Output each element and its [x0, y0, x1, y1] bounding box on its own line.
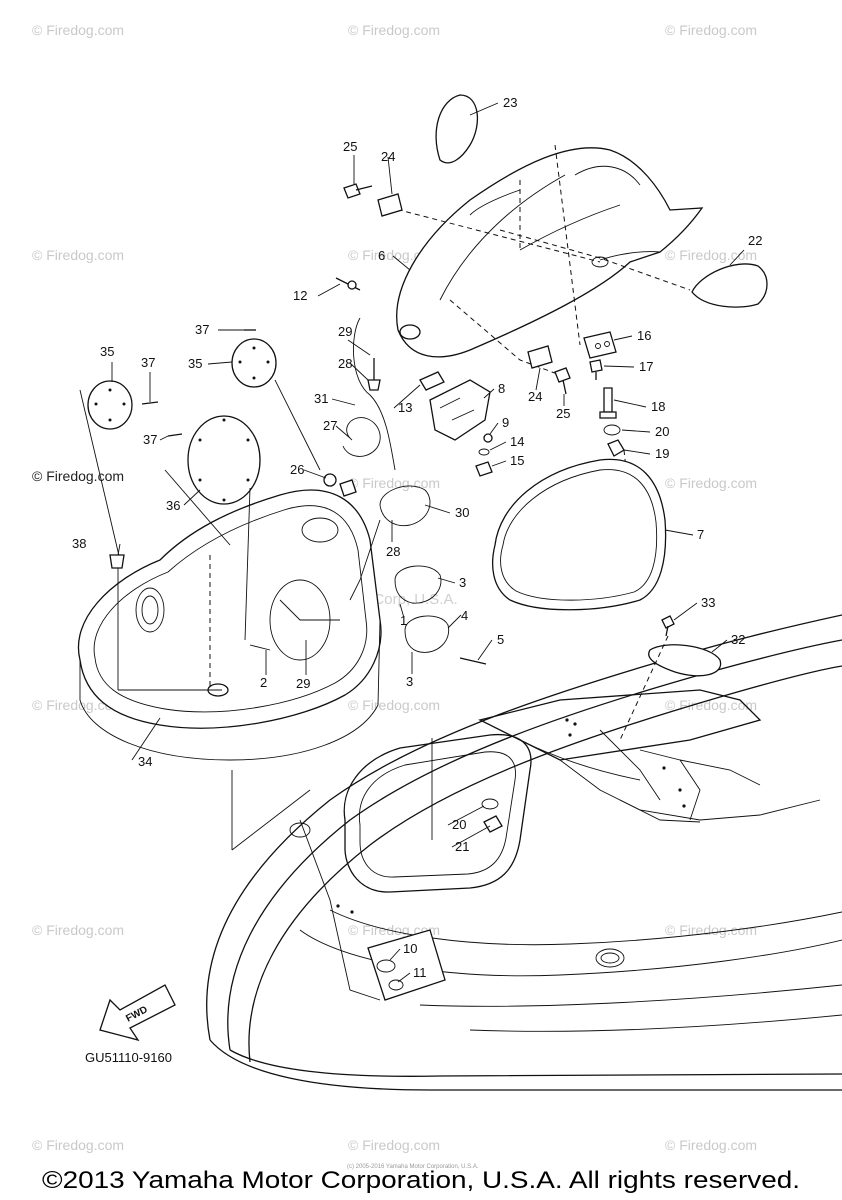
watermark: © Firedog.com — [665, 22, 757, 38]
watermark: © Firedog.com — [665, 475, 757, 491]
watermark: © Firedog.com — [665, 922, 757, 938]
part-label: 37 — [141, 355, 155, 370]
part-label: 32 — [731, 632, 745, 647]
part-label: 18 — [651, 399, 665, 414]
fwd-arrow: FWD — [99, 984, 176, 1042]
part-label: 24 — [528, 389, 542, 404]
bolt — [554, 367, 571, 395]
part-label: 5 — [497, 632, 504, 647]
latch-assembly — [419, 371, 493, 477]
part-label: 30 — [455, 505, 469, 520]
leader-lines — [111, 102, 745, 983]
drain-plug — [109, 554, 125, 569]
part-label: 29 — [338, 324, 352, 339]
watermark: © Firedog.com — [32, 922, 124, 938]
part-label: 33 — [701, 595, 715, 610]
tiny-print: (c) 2005-2016 Yamaha Motor Corporation, … — [347, 1164, 479, 1170]
part-label: 15 — [510, 453, 524, 468]
hull-body — [206, 614, 842, 1091]
watermark-strong: © Firedog.com — [32, 468, 124, 484]
watermark: © Firedog.com — [32, 22, 124, 38]
seal-gasket — [492, 458, 667, 611]
bracket — [527, 345, 553, 369]
top-cap — [435, 94, 479, 164]
part-label: 37 — [195, 322, 209, 337]
side-cap — [691, 263, 768, 308]
part-label: 3 — [459, 575, 466, 590]
watermark: © Firedog.com — [665, 697, 757, 713]
part-label: 14 — [510, 434, 524, 449]
copyright-footer: ©2013 Yamaha Motor Corporation, U.S.A. A… — [42, 1167, 800, 1194]
part-label: 23 — [503, 95, 517, 110]
access-covers — [79, 329, 321, 641]
part-labels: 1 2 3 3 4 5 6 7 8 9 10 11 12 13 14 15 16… — [72, 95, 762, 980]
part-label: 9 — [502, 415, 509, 430]
part-label: 6 — [378, 248, 385, 263]
part-label: 35 — [100, 344, 114, 359]
part-label: 35 — [188, 356, 202, 371]
part-label: 31 — [314, 391, 328, 406]
part-label: 20 — [655, 424, 669, 439]
part-label: 8 — [498, 381, 505, 396]
watermark: © Firedog.com — [665, 1137, 757, 1153]
watermark: © Firedog.com — [348, 22, 440, 38]
part-label: 3 — [406, 674, 413, 689]
part-label: 19 — [655, 446, 669, 461]
plate — [619, 615, 722, 741]
part-label: 22 — [748, 233, 762, 248]
part-label: 13 — [398, 400, 412, 415]
bolt — [343, 183, 373, 199]
part-label: 34 — [138, 754, 152, 769]
part-label: 16 — [637, 328, 651, 343]
watermark: © Firedog.com — [348, 475, 440, 491]
bracket — [377, 193, 403, 217]
watermark: © Firedog.com — [348, 1137, 440, 1153]
part-label: 21 — [455, 839, 469, 854]
part-label: 7 — [697, 527, 704, 542]
hood-cover — [379, 144, 704, 376]
part-label: 28 — [338, 356, 352, 371]
hinge-parts — [583, 331, 641, 601]
part-label: 25 — [556, 406, 570, 421]
part-label: 25 — [343, 139, 357, 154]
part-label: 1 — [400, 613, 407, 628]
part-label: 17 — [639, 359, 653, 374]
watermark: © Firedog.com — [32, 247, 124, 263]
part-label: 27 — [323, 418, 337, 433]
part-label: 38 — [72, 536, 86, 551]
part-label: 10 — [403, 941, 417, 956]
part-label: 36 — [166, 498, 180, 513]
part-label: 29 — [296, 676, 310, 691]
part-label: 24 — [381, 149, 395, 164]
watermark: © Firedog.com — [32, 1137, 124, 1153]
watermark: © Firedog.com — [348, 697, 440, 713]
part-label: 37 — [143, 432, 157, 447]
part-label: 11 — [413, 965, 427, 980]
part-label: 2 — [260, 675, 267, 690]
part-label: 26 — [290, 462, 304, 477]
watermark: © Firedog.com — [665, 247, 757, 263]
part-label: 4 — [461, 608, 468, 623]
part-label: 28 — [386, 544, 400, 559]
pin — [335, 277, 361, 291]
storage-tub — [77, 489, 382, 851]
diagram-code: GU51110-9160 — [85, 1050, 172, 1065]
part-label: 12 — [293, 288, 307, 303]
